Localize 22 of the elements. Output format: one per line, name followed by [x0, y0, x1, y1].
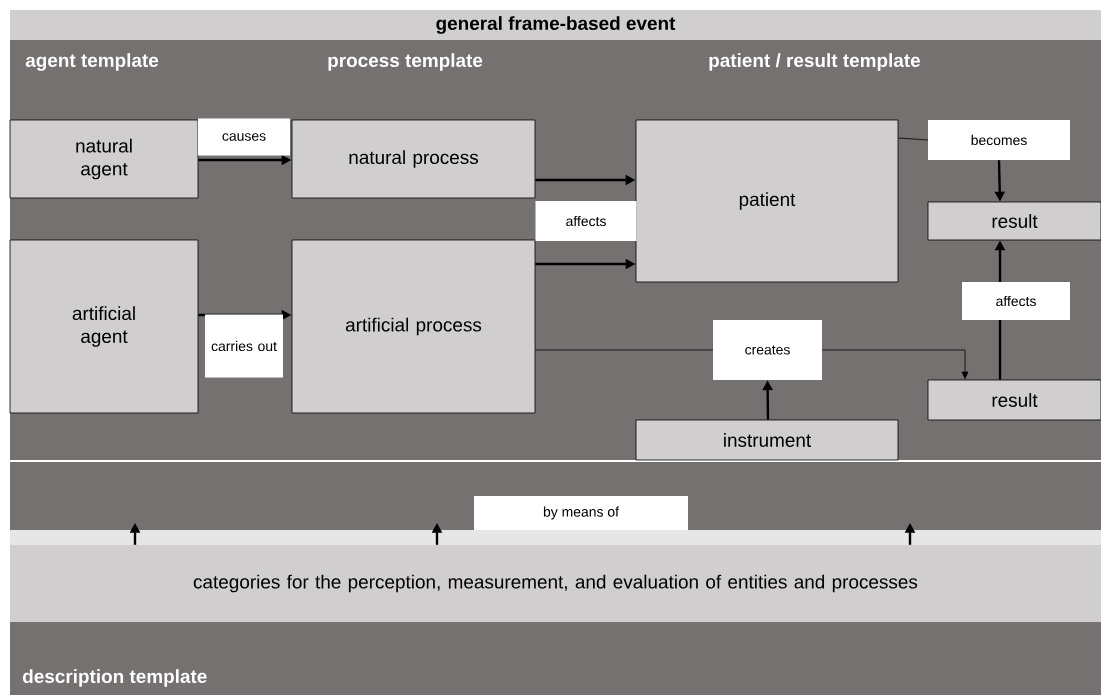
edge-label: carries out — [205, 314, 283, 378]
edge-label: affects — [535, 201, 637, 241]
category-band: categories for the perception, measurement, and evaluation of entities and processes — [10, 530, 1101, 622]
agent-box: artificial agent — [9, 239, 199, 414]
edge-label: affects — [962, 282, 1070, 320]
relation-box: creates — [713, 320, 822, 380]
node-label: description template — [22, 669, 207, 687]
column-heading: patient / result template — [709, 53, 920, 71]
result-box: result — [927, 379, 1101, 421]
arrow — [821, 349, 969, 379]
column-heading: process template — [328, 53, 483, 71]
node-label: general frame-based event — [436, 16, 676, 34]
patient-box: patient — [635, 119, 899, 283]
process-box: natural process — [291, 119, 536, 199]
instrument-box: instrument — [635, 419, 899, 461]
edge-label: causes — [198, 118, 290, 156]
result-box: result — [927, 201, 1101, 241]
note-box: by means of — [474, 496, 688, 530]
process-box: artificial process — [291, 239, 536, 414]
column-heading: agent template — [25, 53, 159, 71]
agent-box: natural agent — [9, 119, 199, 199]
relation-box: becomes — [928, 120, 1070, 160]
